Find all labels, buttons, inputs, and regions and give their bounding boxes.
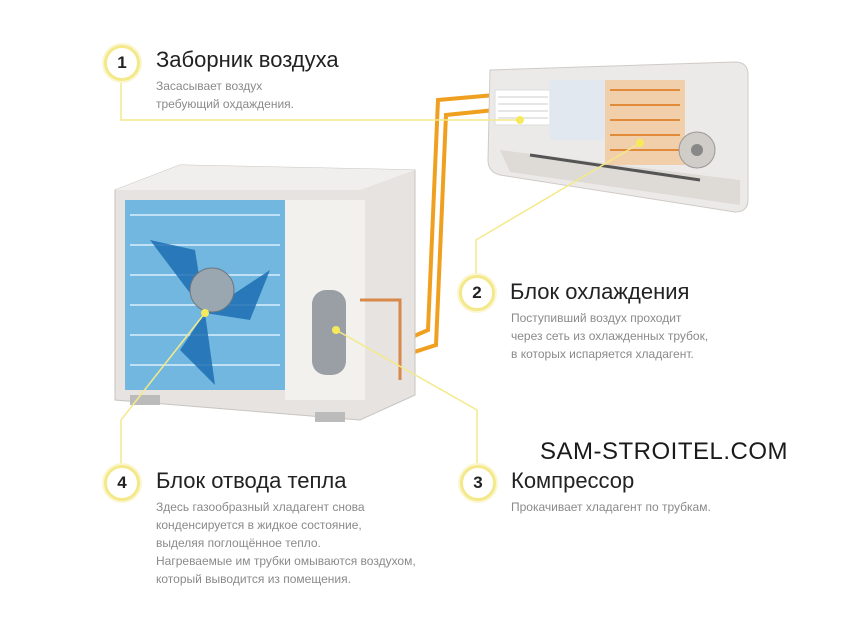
leader-lines [120,78,641,466]
callout-4-badge: 4 [104,465,140,501]
leader-dots [201,116,644,334]
callout-4-description: Здесь газообразный хладагент снова конде… [156,498,416,588]
outdoor-unit [114,164,416,422]
description-line: Прокачивает хладагент по трубкам. [511,500,711,514]
indoor-unit [487,61,749,213]
description-line: выделяя поглощённое тепло. [156,536,321,550]
description-line: Здесь газообразный хладагент снова [156,500,365,514]
description-line: Поступивший воздух проходит [511,311,682,325]
callout-2-badge: 2 [459,275,495,311]
description-line: через сеть из охлажденных трубок, [511,329,709,343]
callout-3-badge: 3 [460,465,496,501]
description-line: в которых испаряется хладагент. [511,347,694,361]
callout-4-title: Блок отвода тепла [156,468,347,493]
callout-1-title: Заборник воздуха [156,47,339,72]
callout-3-title: Компрессор [511,468,635,493]
callout-3-description: Прокачивает хладагент по трубкам. [511,498,711,516]
description-line: Засасывает воздух [156,79,263,93]
callout-1-badge: 1 [104,45,140,81]
description-line: конденсируется в жидкое состояние, [156,518,362,532]
refrigerant-pipes [404,93,496,357]
description-line: Нагреваемые им трубки омываются воздухом… [156,554,416,568]
watermark: SAM-STROITEL.COM [540,438,789,465]
callout-2-description: Поступивший воздух проходит через сеть и… [511,309,708,363]
callout-2-title: Блок охлаждения [510,279,690,304]
callout-1-description: Засасывает воздух требующий охдаждения. [156,77,294,113]
description-line: который выводится из помещения. [156,572,351,586]
description-line: требующий охдаждения. [156,97,295,111]
